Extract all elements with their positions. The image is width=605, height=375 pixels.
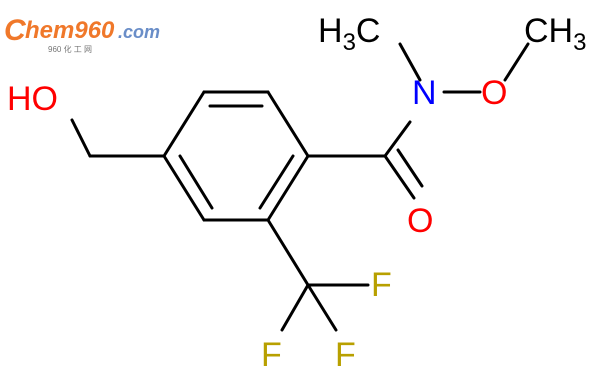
c-o-double-bond-2 [396, 148, 424, 188]
n-methyl-label: H3C [318, 12, 380, 56]
logo-letter: C [4, 14, 27, 47]
ring-bond-upper-left [162, 90, 206, 158]
o-methyl-subscript: 3 [573, 29, 586, 56]
fluorine-label-1: F [371, 266, 392, 304]
nitrogen-label: N [412, 74, 437, 112]
n-methyl-h: H [318, 12, 343, 50]
methoxy-oxygen-label: O [481, 74, 507, 112]
ring-inner-right [258, 154, 295, 210]
n-methyl-subscript: 3 [343, 29, 356, 56]
c-n-bond [383, 120, 412, 158]
n-methyl-c: C [356, 12, 381, 50]
c-f3-bond [306, 283, 338, 332]
o-methyl-ch: CH [524, 12, 573, 50]
o-methyl-label: CH3 [524, 12, 586, 56]
fluorine-label-2: F [261, 336, 282, 374]
ring-bond-upper-right [266, 90, 310, 158]
ring-bond-lower-left [162, 154, 206, 222]
fluorine-label-3: F [335, 336, 356, 374]
logo-word: hem960 [25, 17, 115, 44]
logo-tld: .com [118, 22, 160, 42]
ring-bond-lower-right [266, 154, 310, 222]
hydroxyl-label: HO [7, 80, 58, 118]
ring-inner-left [178, 154, 214, 210]
chem960-logo: C hem960 .com 960 化 工 网 [4, 14, 160, 54]
n-methyl-bond [398, 42, 422, 82]
logo-subtext: 960 化 工 网 [48, 44, 92, 54]
aryl-cf3-bond [266, 218, 310, 287]
c-o-double-bond-1 [383, 154, 416, 200]
c-oh-bond [70, 118, 92, 158]
o-methyl-bond [503, 42, 530, 82]
atom-labels: HO N O O F F F H3C CH3 [7, 12, 586, 374]
bonds [70, 42, 530, 332]
carbonyl-oxygen-label: O [407, 202, 433, 240]
c-f2-bond [280, 283, 310, 332]
